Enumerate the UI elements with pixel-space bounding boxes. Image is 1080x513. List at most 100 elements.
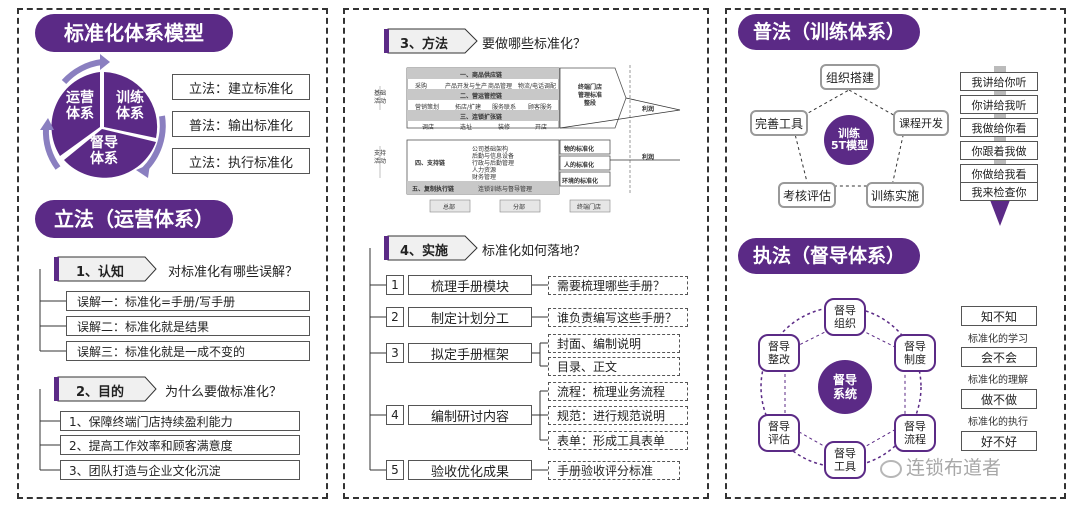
step-note-3b: 目录、正文 [548, 357, 680, 376]
row4-sub-1: 公司基础架构 [472, 146, 509, 153]
profit-2: 利润 [642, 154, 655, 161]
ladder-2: 你讲给我听 [960, 95, 1038, 114]
ladder-4: 你跟着我做 [960, 141, 1038, 160]
step-num-1: 1 [386, 275, 404, 295]
row1-sub-2: 产品开发与生产 [445, 83, 488, 90]
hex-rectify: 督导整改 [758, 334, 800, 372]
row3-sub-1: 调店 [422, 124, 435, 131]
row5-sub: 连锁训练与督导管理 [478, 186, 533, 193]
row4-sub-2: 后勤与信息设备 [472, 153, 515, 160]
step1-question: 对标准化有哪些误解？ [168, 265, 299, 280]
hex-tools: 督导工具 [824, 441, 866, 479]
purpose-2: 2、提高工作效率和顾客满意度 [60, 435, 300, 455]
row4: 四、支持链 [415, 160, 446, 167]
step2-label: 2、目的 [76, 385, 125, 400]
row4-sub-5: 财务管理 [472, 174, 497, 181]
row3-sub-2: 选址 [460, 124, 473, 131]
cycle-ops-label: 运营体系 [66, 90, 94, 122]
step-note-4a: 流程：梳理业务流程 [548, 382, 688, 401]
row2-sub-2: 拓店/扩建 [455, 104, 482, 111]
side-basic: 基础活动 [373, 90, 386, 105]
law-box-1: 立法：建立标准化 [172, 74, 310, 100]
ladder-6: 我来检查你 [960, 182, 1038, 201]
node-assess: 考核评估 [778, 182, 836, 208]
level-box-1: 知不知 [961, 306, 1037, 326]
row2: 二、营运管控链 [460, 93, 503, 100]
step2-question: 为什么要做标准化？ [165, 385, 283, 400]
hex-process: 督导流程 [894, 414, 936, 452]
level-box-3: 做不做 [961, 389, 1037, 409]
step-name-1: 梳理手册模块 [408, 275, 532, 295]
ops-section-title: 立法（运营体系） [35, 200, 233, 238]
hex-assess: 督导评估 [758, 414, 800, 452]
misconception-3: 误解三：标准化就是一成不变的 [66, 341, 310, 361]
row4-sub-3: 行政与后勤管理 [472, 160, 515, 167]
step1-label: 1、认知 [76, 265, 125, 280]
value-chain-chart: 基础活动 支持活动 一、商品供应链 采购 产品开发与生产 商品管理 物流/电话调… [360, 60, 695, 220]
terminal-standard: 终端门店 管理标准 整段 [578, 84, 603, 107]
step-num-5: 5 [386, 460, 404, 480]
bottom-store: 终端门店 [577, 204, 602, 211]
step3-question: 要做哪些标准化？ [482, 37, 587, 52]
step-note-3a: 封面、编制说明 [548, 334, 680, 353]
row2-sub-1: 营销策划 [415, 104, 440, 111]
level-label-2: 标准化的理解 [968, 375, 1028, 386]
step-name-3: 拟定手册框架 [408, 343, 532, 363]
step-num-2: 2 [386, 307, 404, 327]
step-name-5: 验收优化成果 [408, 460, 532, 480]
watermark: 连锁布道者 [880, 453, 1001, 480]
supervision-title: 执法（督导体系） [738, 238, 920, 274]
purpose-1: 1、保障终端门店持续盈利能力 [60, 411, 300, 431]
ladder-3: 我做给你看 [960, 118, 1038, 137]
level-box-2: 会不会 [961, 347, 1037, 367]
step4-question: 标准化如何落地？ [482, 244, 587, 259]
node-org: 组织搭建 [820, 64, 880, 90]
misconception-1: 误解一：标准化=手册/写手册 [66, 291, 310, 311]
step-num-3: 3 [386, 343, 404, 363]
row1-sub-4: 物流/电话调配 [518, 83, 557, 90]
row3-sub-4: 开店 [535, 124, 548, 131]
row1-sub-3: 商品管理 [488, 83, 513, 90]
std-things: 物的标准化 [564, 146, 595, 153]
law-box-3: 立法：执行标准化 [172, 148, 310, 174]
node-course: 课程开发 [893, 110, 949, 136]
step-note-4c: 表单：形成工具表单 [548, 431, 688, 450]
hex-org: 督导组织 [824, 298, 866, 336]
std-people: 人的标准化 [564, 162, 595, 169]
node-tools: 完善工具 [750, 110, 808, 136]
level-label-3: 标准化的执行 [968, 417, 1028, 428]
step-note-5: 手册验收评分标准 [548, 461, 680, 480]
ladder-5: 你做给我看 [960, 164, 1038, 183]
step-note-1: 需要梳理哪些手册？ [548, 276, 688, 295]
node-implement: 训练实施 [866, 182, 924, 208]
step-note-2: 谁负责编写这些手册？ [548, 308, 688, 327]
row4-sub-4: 人力资源 [472, 167, 497, 174]
ladder-1: 我讲给你听 [960, 72, 1038, 91]
row3: 三、连锁扩张链 [460, 114, 503, 121]
row2-sub-3: 服务联系 [492, 104, 517, 111]
row1-sub-1: 采购 [415, 83, 428, 90]
law-box-2: 普法：输出标准化 [172, 111, 310, 137]
profit-1: 利润 [642, 106, 655, 113]
model-title: 标准化体系模型 [35, 14, 233, 52]
wechat-icon [880, 459, 902, 478]
cycle-supervision-label: 督导体系 [90, 135, 118, 167]
hex-system: 督导制度 [894, 334, 936, 372]
cycle-training-label: 训练体系 [116, 90, 144, 122]
step-num-4: 4 [386, 405, 404, 425]
step-name-4: 编制研讨内容 [408, 405, 532, 425]
step-note-4b: 规范：进行规范说明 [548, 406, 688, 425]
step4-label: 4、实施 [400, 244, 449, 259]
supervision-hub: 督导系统 [832, 373, 857, 401]
row1: 一、商品供应链 [460, 72, 503, 79]
row5: 五、复制执行链 [412, 186, 455, 193]
side-support: 支持活动 [373, 150, 386, 165]
purpose-3: 3、团队打造与企业文化沉淀 [60, 460, 300, 480]
step3-label: 3、方法 [400, 37, 449, 52]
std-env: 环境的标准化 [562, 178, 599, 185]
